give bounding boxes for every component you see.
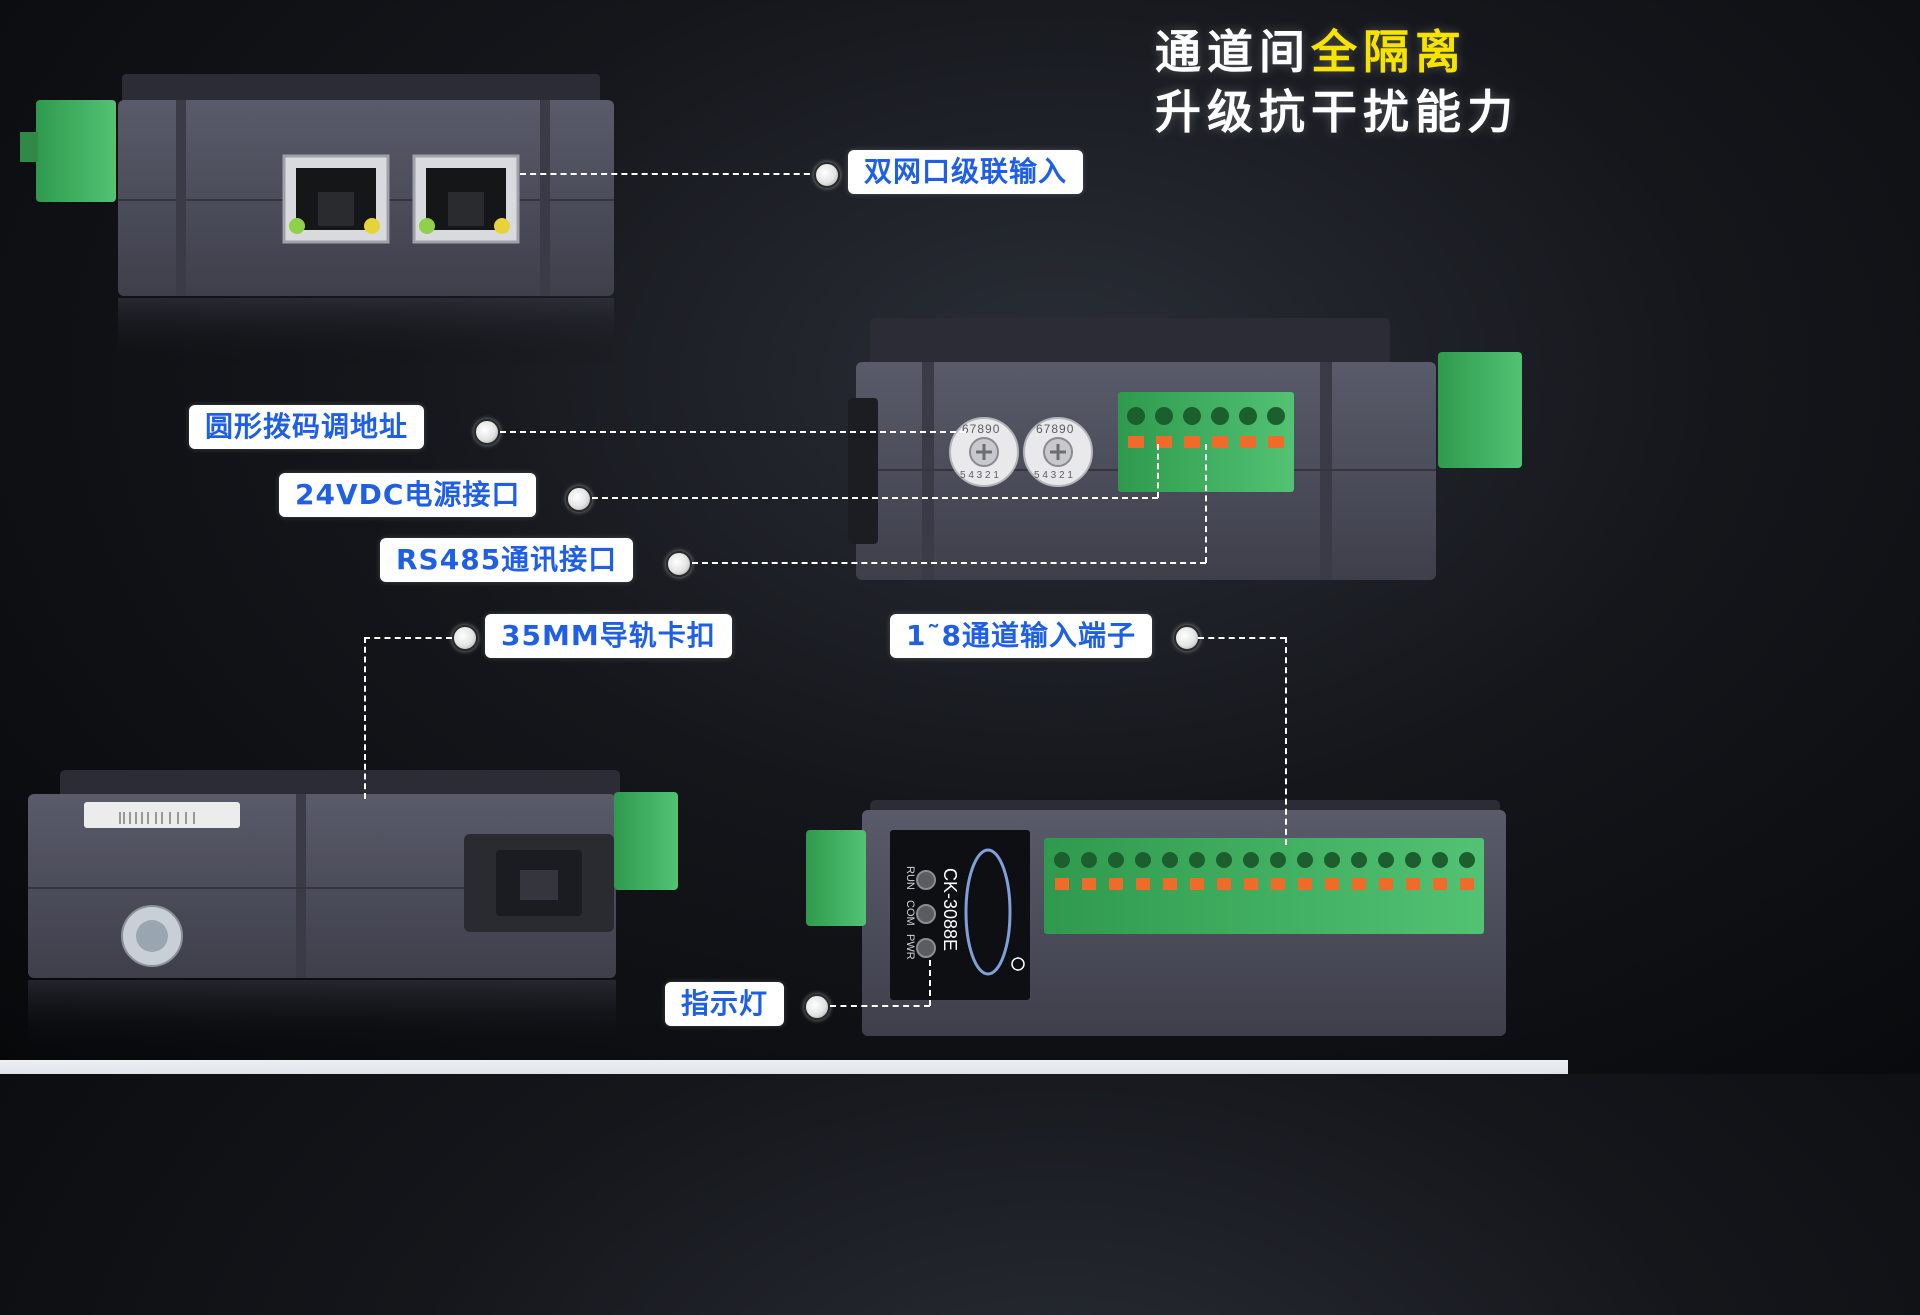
headline-line-1: 通道间全隔离 — [1155, 22, 1555, 82]
headline-highlight: 全隔离 — [1311, 25, 1467, 79]
rotary-switch-icon — [1023, 417, 1093, 487]
callout-dot — [452, 625, 478, 651]
logo-icon — [964, 848, 1012, 976]
leader-line — [520, 173, 820, 175]
rotary-digits-right: 67890 — [1036, 422, 1075, 436]
leader-line — [592, 497, 1158, 499]
rotary-digits-lower-left: 5 4 3 2 1 — [960, 470, 999, 481]
callout-channel-terminals: 1˜8通道输入端子 — [890, 614, 1152, 658]
device-front-face — [806, 800, 1506, 1036]
leader-line — [364, 637, 452, 639]
leader-line — [1205, 444, 1207, 563]
terminal-block-icon — [36, 100, 116, 202]
callout-dot — [804, 994, 830, 1020]
device-config-side — [848, 318, 1522, 580]
rotary-switch-icon — [949, 417, 1019, 487]
terminal-block-icon — [1044, 838, 1484, 934]
leader-line — [1285, 637, 1287, 845]
headline: 通道间全隔离 升级抗干扰能力 — [1155, 22, 1555, 142]
led-label-pwr: PWR — [904, 934, 916, 960]
terminal-block-icon — [1438, 352, 1522, 468]
terminal-block-icon — [614, 792, 678, 890]
ethernet-port-icon — [412, 154, 520, 244]
leader-line — [500, 431, 966, 433]
callout-din-rail: 35MM导轨卡扣 — [485, 614, 732, 658]
terminal-block-icon — [1118, 392, 1294, 492]
leader-line — [1157, 444, 1159, 498]
led-label-run: RUN — [904, 866, 916, 890]
leader-line — [1198, 637, 1286, 639]
callout-dot — [1174, 625, 1200, 651]
leader-line — [364, 637, 366, 799]
leader-line — [830, 1005, 930, 1007]
headline-line-2: 升级抗干扰能力 — [1155, 85, 1519, 139]
callout-dot — [566, 486, 592, 512]
device-din-side — [28, 770, 678, 1050]
rotary-digits-left: 67890 — [962, 422, 1001, 436]
callout-rotary-dip: 圆形拨码调地址 — [189, 405, 425, 449]
leader-line — [929, 960, 931, 1006]
callout-indicator-lights: 指示灯 — [665, 982, 785, 1026]
model-label: CK-3088E — [940, 868, 960, 952]
callout-dot — [474, 419, 500, 445]
registered-icon — [1011, 957, 1025, 971]
callout-dot — [666, 551, 692, 577]
ethernet-port-icon — [282, 154, 390, 244]
leader-line — [692, 562, 1206, 564]
callout-dual-ethernet: 双网口级联输入 — [848, 150, 1084, 194]
bottom-band — [0, 1060, 1568, 1074]
callout-dot — [814, 162, 840, 188]
device-ethernet-side — [20, 74, 614, 368]
product-showcase: CK-3088E RUN COM PWR 67890 67890 5 4 3 2… — [0, 22, 1568, 1074]
headline-prefix: 通道间 — [1155, 25, 1311, 79]
callout-rs485: RS485通讯接口 — [380, 538, 634, 582]
rotary-digits-lower-right: 5 4 3 2 1 — [1034, 470, 1073, 481]
device-illustrations — [20, 74, 1522, 1050]
callout-power-24vdc: 24VDC电源接口 — [279, 473, 537, 517]
terminal-block-icon — [806, 830, 866, 926]
led-label-com: COM — [904, 900, 916, 926]
